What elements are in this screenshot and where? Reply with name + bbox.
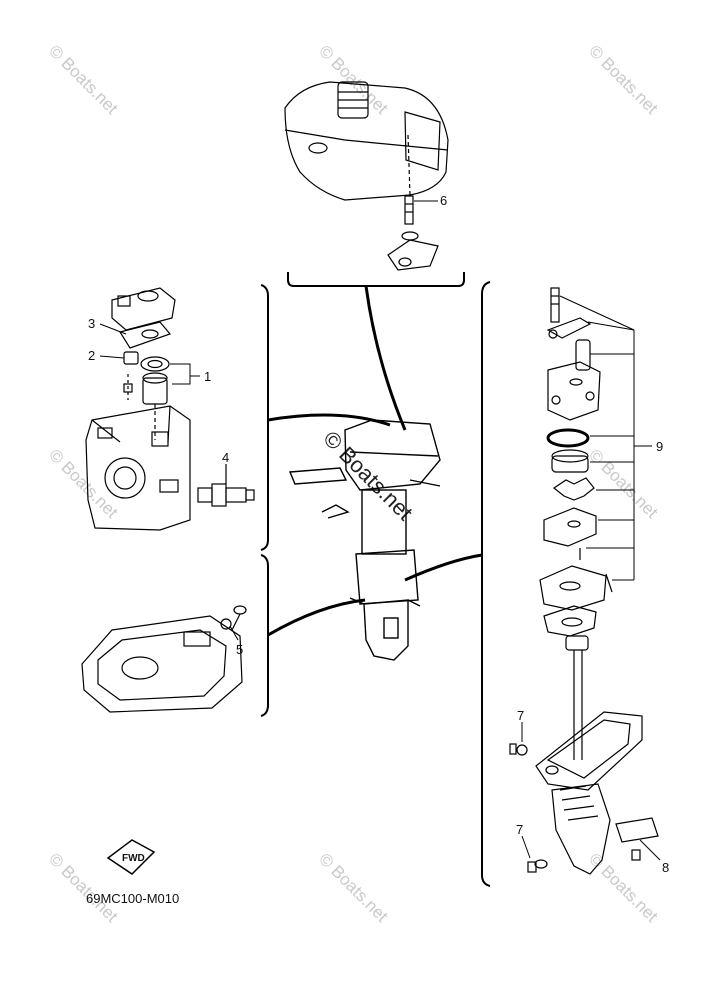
watermark-mid-right: © Boats.net xyxy=(585,445,662,522)
watermark-top-center: © Boats.net xyxy=(315,41,392,118)
gear-case-leaders xyxy=(521,722,661,861)
cowling-vent xyxy=(308,142,328,154)
pump-base xyxy=(539,565,607,611)
outboard-engine xyxy=(288,419,441,661)
fwd-arrow-icon: FWD xyxy=(106,839,156,875)
gear-case xyxy=(509,711,659,875)
top-cowling xyxy=(284,81,449,201)
callout-9: 9 xyxy=(656,439,663,454)
callout-7-lower: 7 xyxy=(516,822,523,837)
leader-to-lower-casing xyxy=(267,598,366,637)
watermark-top-left: © Boats.net xyxy=(45,41,122,118)
spark-plug xyxy=(197,464,255,507)
o-ring xyxy=(546,428,590,448)
watermark-center: © Boats.net xyxy=(318,426,417,525)
bracket-right xyxy=(481,281,491,887)
gear-case-lower xyxy=(551,783,611,875)
leader-to-lower-unit xyxy=(404,553,483,582)
thermostat-assembly xyxy=(85,287,191,531)
fwd-label: FWD xyxy=(122,853,145,864)
plug-2 xyxy=(123,351,139,365)
callout-6: 6 xyxy=(440,193,447,208)
watermark-bottom-left: © Boats.net xyxy=(45,849,122,926)
gear-case-upper xyxy=(535,711,643,791)
callout-8: 8 xyxy=(662,860,669,875)
water-pump-kit xyxy=(539,287,613,760)
group-brackets xyxy=(260,272,491,887)
watermark-bottom-right: © Boats.net xyxy=(585,849,662,926)
pump-plate xyxy=(543,507,597,547)
water-pump-leaders xyxy=(559,295,652,581)
lower-unit xyxy=(363,599,409,661)
callout-2: 2 xyxy=(88,348,95,363)
cowling-bolt-assembly xyxy=(387,195,439,271)
drain-screw xyxy=(233,605,247,615)
bolt-bracket xyxy=(387,239,439,271)
pump-gasket xyxy=(543,605,597,637)
tiller-handle xyxy=(288,467,348,485)
pump-insert xyxy=(551,455,589,473)
pump-housing xyxy=(547,361,601,421)
impeller xyxy=(552,477,595,501)
thermostat-leaders xyxy=(99,323,200,385)
leader-to-powerhead xyxy=(267,413,391,427)
pump-bracket xyxy=(546,317,592,339)
engine-midsection xyxy=(361,489,407,555)
bracket-left-lower xyxy=(260,554,269,717)
bracket-left-upper xyxy=(260,284,269,551)
callout-1: 1 xyxy=(204,369,211,384)
diagram-code: 69MC100-M010 xyxy=(86,891,179,906)
gasket-3 xyxy=(119,321,172,349)
bolt-washer xyxy=(401,231,419,241)
callout-7-upper: 7 xyxy=(517,708,524,723)
watermark-bottom-center: © Boats.net xyxy=(315,849,392,926)
casing-body xyxy=(81,615,243,713)
anode-8 xyxy=(615,817,659,843)
watermarks: © Boats.net © Boats.net © Boats.net © Bo… xyxy=(45,41,662,926)
bracket-top xyxy=(287,272,465,287)
pump-bolt xyxy=(550,287,560,323)
bearing xyxy=(565,635,589,651)
cowling-lip xyxy=(284,129,449,151)
watermark-mid-left: © Boats.net xyxy=(45,445,122,522)
watermark-top-right: © Boats.net xyxy=(585,41,662,118)
callout-5: 5 xyxy=(236,642,243,657)
engine-cowling xyxy=(344,419,441,491)
leader-curves xyxy=(267,285,483,637)
thermostat-cover xyxy=(111,287,176,331)
callout-3: 3 xyxy=(88,316,95,331)
cowling-bolt xyxy=(404,195,414,225)
oil-seal-1 xyxy=(140,356,170,372)
lower-casing xyxy=(81,605,247,713)
cowling-body xyxy=(284,81,449,201)
callout-4: 4 xyxy=(222,450,229,465)
leader-to-top xyxy=(364,285,407,431)
pump-tube xyxy=(575,339,591,371)
cylinder-block xyxy=(85,405,191,531)
gasket-7-upper xyxy=(509,743,517,755)
gasket-7-lower xyxy=(534,859,548,869)
